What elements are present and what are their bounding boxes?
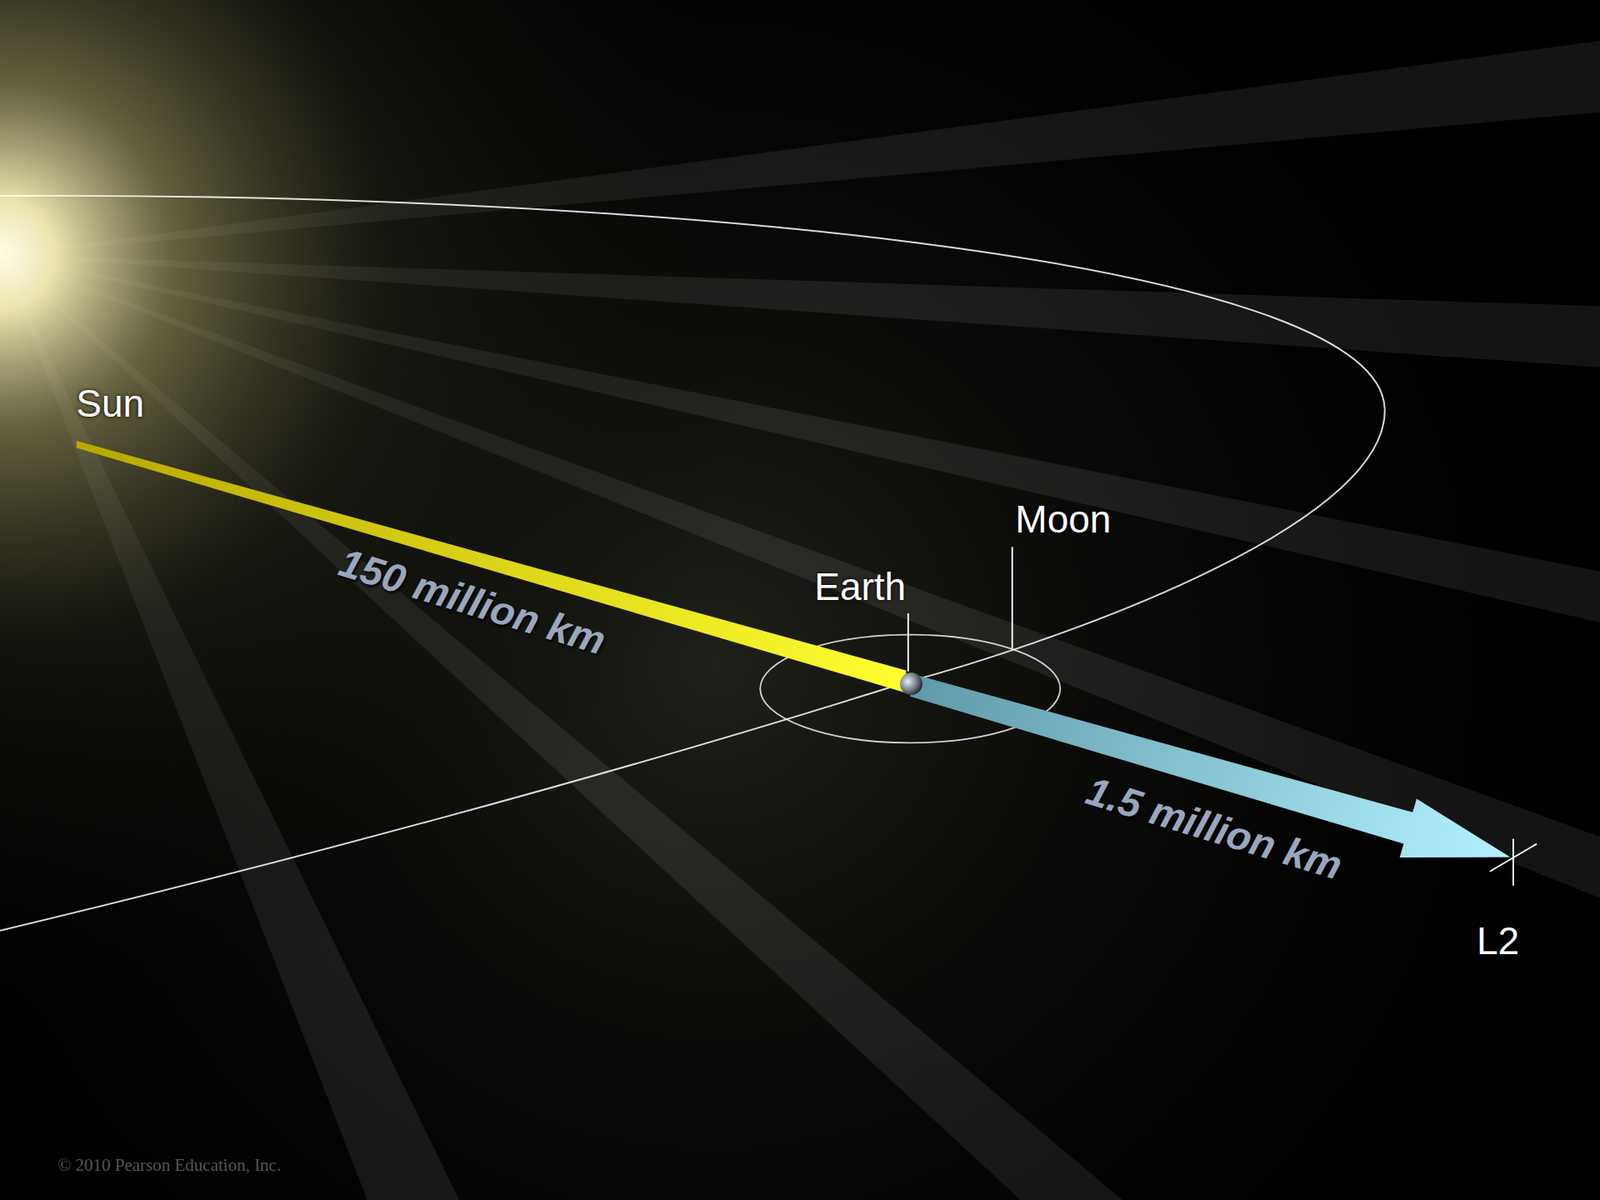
copyright-notice: © 2010 Pearson Education, Inc.: [57, 1155, 281, 1175]
sun-label: Sun: [75, 380, 145, 425]
l2-marker: [1490, 844, 1537, 872]
earth-orbit: [0, 195, 1385, 931]
moon-leader-line: [1011, 546, 1014, 649]
earth-sphere: [900, 672, 923, 695]
moon-label: Moon: [1015, 497, 1111, 542]
l2-marker: [1512, 839, 1515, 886]
earth-leader-line: [907, 613, 910, 672]
l2-label: L2: [1476, 919, 1520, 964]
earth-label: Earth: [814, 565, 906, 610]
sun-earth-distance-bar: [76, 440, 907, 693]
